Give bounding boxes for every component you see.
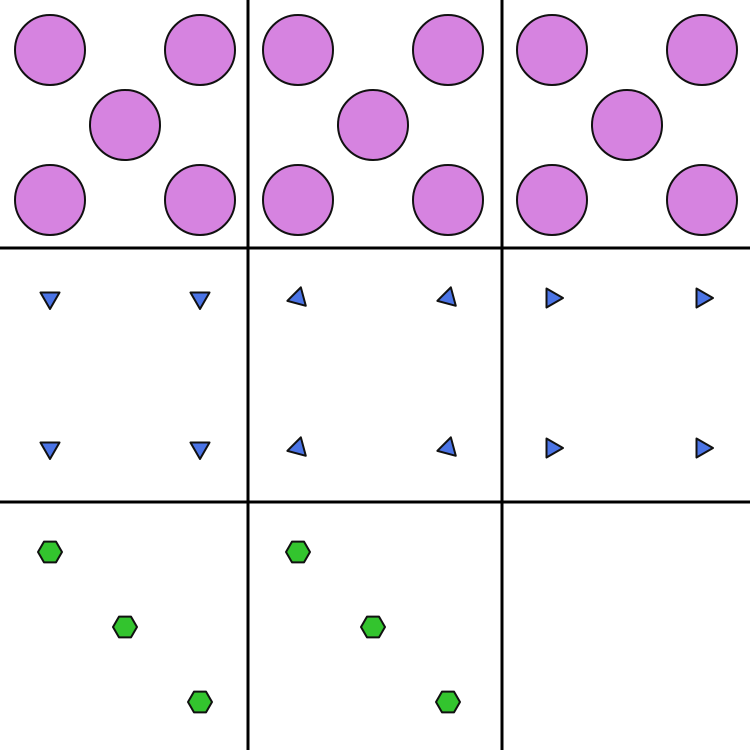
circle-shape xyxy=(89,89,161,161)
triangle-shape xyxy=(286,286,307,307)
circle-shape xyxy=(14,164,86,236)
hexagon-shape xyxy=(435,690,461,714)
circle-shape xyxy=(516,164,588,236)
cell-r1-c3 xyxy=(516,14,738,236)
hexagon-shape xyxy=(37,540,63,564)
triangle-shape xyxy=(545,287,564,309)
hexagon-shape xyxy=(360,615,386,639)
circle-shape xyxy=(262,164,334,236)
triangle-shape xyxy=(39,441,61,460)
triangle-shape xyxy=(189,291,211,310)
circle-shape xyxy=(666,164,738,236)
triangle-shape xyxy=(189,441,211,460)
circle-shape xyxy=(412,14,484,86)
cell-r3-c2 xyxy=(285,540,461,714)
circle-shape xyxy=(164,164,236,236)
cell-r1-c1 xyxy=(14,14,236,236)
cell-r2-c2 xyxy=(286,286,457,457)
hexagon-shape xyxy=(187,690,213,714)
circle-shape xyxy=(516,14,588,86)
triangle-shape xyxy=(545,437,564,459)
circle-shape xyxy=(164,14,236,86)
triangle-shape xyxy=(695,437,714,459)
circle-shape xyxy=(412,164,484,236)
triangle-shape xyxy=(436,436,457,457)
cell-r1-c2 xyxy=(262,14,484,236)
triangle-shape xyxy=(436,286,457,307)
circle-shape xyxy=(262,14,334,86)
circle-shape xyxy=(591,89,663,161)
cell-r2-c3 xyxy=(545,287,714,459)
hexagon-shape xyxy=(112,615,138,639)
circle-shape xyxy=(666,14,738,86)
triangle-shape xyxy=(39,291,61,310)
circle-shape xyxy=(14,14,86,86)
cell-r3-c1 xyxy=(37,540,213,714)
circle-shape xyxy=(337,89,409,161)
triangle-shape xyxy=(286,436,307,457)
triangle-shape xyxy=(695,287,714,309)
hexagon-shape xyxy=(285,540,311,564)
cell-r2-c1 xyxy=(39,291,211,460)
